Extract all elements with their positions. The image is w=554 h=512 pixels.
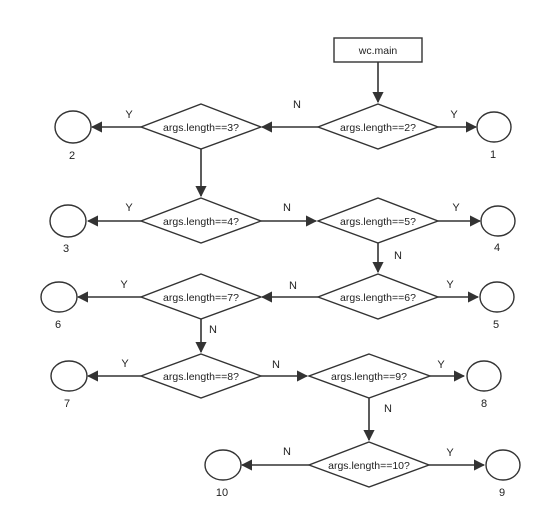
terminal-t3: 3 — [49, 204, 87, 255]
terminal-label: 7 — [64, 398, 70, 410]
terminal-circle — [49, 204, 87, 238]
terminal-label: 9 — [499, 487, 505, 499]
edge-label-d5-t4: Y — [452, 202, 460, 214]
terminal-circle — [479, 281, 515, 313]
decision-diamond — [139, 273, 263, 320]
edge-label-d2-d3: N — [293, 99, 301, 111]
terminal-circle — [476, 111, 512, 143]
edge-label-d10-t9: Y — [446, 447, 454, 459]
terminal-t10: 10 — [204, 449, 242, 499]
decision-diamond — [139, 103, 263, 150]
terminal-t1: 1 — [476, 111, 512, 161]
decision-d4: args.length==4? — [139, 197, 263, 244]
edge-label-d9-d10: N — [384, 403, 392, 415]
decision-label: args.length==9? — [331, 371, 407, 383]
edge-label-d9-t8: Y — [437, 359, 445, 371]
decision-label: args.length==10? — [328, 460, 410, 472]
terminal-t4: 4 — [480, 205, 516, 254]
decision-diamond — [306, 353, 433, 399]
decision-d5: args.length==5? — [316, 197, 440, 244]
terminal-label: 5 — [493, 319, 499, 331]
start-label: wc.main — [358, 45, 398, 57]
terminal-circle — [50, 360, 88, 392]
decision-d7: args.length==7? — [139, 273, 263, 320]
terminal-t7: 7 — [50, 360, 88, 410]
decision-diamond — [316, 273, 440, 320]
decision-d10: args.length==10? — [307, 441, 431, 488]
terminal-circle — [40, 281, 78, 313]
decision-label: args.length==4? — [163, 216, 239, 228]
decision-d9: args.length==9? — [306, 353, 433, 399]
edge-label-d7-d8: N — [209, 324, 217, 336]
decision-label: args.length==3? — [163, 122, 239, 134]
decision-label: args.length==2? — [340, 122, 416, 134]
terminal-label: 4 — [494, 242, 500, 254]
terminal-t6: 6 — [40, 281, 78, 331]
terminal-circle — [480, 205, 516, 237]
edge-label-d5-d6: N — [394, 250, 402, 262]
decision-d2: args.length==2? — [316, 103, 440, 150]
terminal-label: 2 — [69, 150, 75, 162]
decision-label: args.length==8? — [163, 371, 239, 383]
edge-label-d4-t3: Y — [125, 202, 133, 214]
edge-label-d8-t7: Y — [121, 358, 129, 370]
decision-diamond — [139, 197, 263, 244]
decision-d3: args.length==3? — [139, 103, 263, 150]
edge-label-d7-t6: Y — [120, 279, 128, 291]
terminal-label: 3 — [63, 243, 69, 255]
terminal-label: 6 — [55, 319, 61, 331]
terminal-label: 8 — [481, 398, 487, 410]
terminal-t5: 5 — [479, 281, 515, 331]
edge-label-d4-d5: N — [283, 202, 291, 214]
terminal-circle — [466, 360, 502, 392]
decision-diamond — [316, 197, 440, 244]
edge-label-d3-t2: Y — [125, 109, 133, 121]
decision-diamond — [316, 103, 440, 150]
edge-label-d10-t10: N — [283, 446, 291, 458]
terminal-label: 1 — [490, 149, 496, 161]
terminal-circle — [485, 449, 521, 481]
edge-label-d6-t5: Y — [446, 279, 454, 291]
edges: Y N Y Y N Y N Y N Y N Y — [76, 62, 486, 471]
decision-diamond — [138, 353, 264, 399]
terminal-circle — [54, 110, 92, 144]
terminal-circle — [204, 449, 242, 481]
terminal-label: 10 — [216, 487, 228, 499]
decision-label: args.length==6? — [340, 292, 416, 304]
edge-label-d6-d7: N — [289, 280, 297, 292]
decision-d8: args.length==8? — [138, 353, 264, 399]
decision-d6: args.length==6? — [316, 273, 440, 320]
edge-label-d8-d9: N — [272, 359, 280, 371]
start-box — [333, 37, 423, 63]
decision-diamond — [307, 441, 431, 488]
terminal-t2: 2 — [54, 110, 92, 162]
edge-label-d2-t1: Y — [450, 109, 458, 121]
terminal-t9: 9 — [485, 449, 521, 499]
decision-label: args.length==7? — [163, 292, 239, 304]
start-node: wc.main — [333, 37, 423, 63]
terminal-t8: 8 — [466, 360, 502, 410]
decision-label: args.length==5? — [340, 216, 416, 228]
